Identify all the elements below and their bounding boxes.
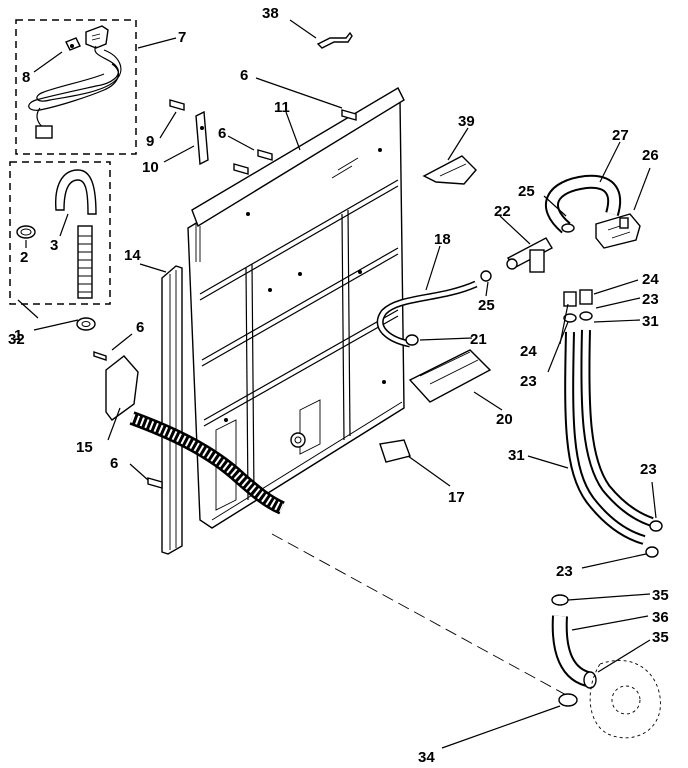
- callout-24b: 24: [520, 343, 537, 360]
- callout-23b: 23: [520, 373, 537, 390]
- rear-panel: [187, 87, 405, 529]
- power-cord-kit-box: [15, 19, 137, 155]
- drain-hose: [129, 411, 285, 515]
- callout-18: 18: [434, 231, 451, 248]
- leader-dashed-pump: [271, 533, 569, 697]
- callout-34: 34: [418, 749, 435, 766]
- callout-11: 11: [274, 99, 290, 116]
- callout-31a: 31: [642, 313, 659, 330]
- leader-lines: [17, 19, 657, 749]
- part-14-side-rail: [161, 265, 183, 555]
- callout-3: 3: [50, 237, 58, 254]
- callout-24a: 24: [642, 271, 659, 288]
- callout-17: 17: [448, 489, 465, 506]
- part-10-bracket: [195, 110, 209, 166]
- callout-25a: 25: [518, 183, 535, 200]
- callout-23d: 23: [556, 563, 573, 580]
- part-26-water-valve: [595, 213, 641, 249]
- part-20-dispenser: [405, 334, 492, 403]
- callout-20: 20: [496, 411, 513, 428]
- callout-35a: 35: [652, 587, 669, 604]
- screws-part-6: [93, 99, 357, 489]
- part-22-vacuum-breaker: [480, 237, 553, 282]
- drain-hose-kit-box: [9, 161, 111, 305]
- callout-9: 9: [146, 133, 154, 150]
- callout-35b: 35: [652, 629, 669, 646]
- callout-21: 21: [470, 331, 487, 348]
- part-31-fill-hoses: [563, 289, 663, 558]
- part-18-fill-hose: [376, 280, 478, 348]
- callout-38a: 38: [262, 5, 279, 22]
- callout-6b: 6: [218, 125, 226, 142]
- callout-31b: 31: [508, 447, 525, 464]
- callout-6c: 6: [136, 319, 144, 336]
- callout-6a: 6: [240, 67, 248, 84]
- part-32-clamp: [76, 317, 96, 331]
- part-39-bracket: [422, 155, 477, 185]
- callout-2: 2: [20, 249, 28, 266]
- callout-7: 7: [178, 29, 186, 46]
- part-27-hose: [545, 174, 622, 234]
- part-17-plug: [379, 439, 411, 463]
- callout-23a: 23: [642, 291, 659, 308]
- callout-8: 8: [22, 69, 30, 86]
- callout-27: 27: [612, 127, 629, 144]
- callout-36: 36: [652, 609, 669, 626]
- part-36-pump-hose: [551, 594, 597, 707]
- callout-14: 14: [124, 247, 141, 264]
- callout-1: 1: [14, 327, 22, 344]
- callout-39: 39: [458, 113, 475, 130]
- callout-23c: 23: [640, 461, 657, 478]
- callout-32: 32: [8, 331, 25, 348]
- callout-10: 10: [142, 159, 159, 176]
- callout-25b: 25: [478, 297, 495, 314]
- callout-15: 15: [76, 439, 93, 456]
- callout-labels: 38 7 8 6 11 9 6 10 39 27 26 25 22 3 2 14…: [8, 5, 669, 766]
- callout-6d: 6: [110, 455, 118, 472]
- pump-outline: [589, 660, 661, 739]
- callout-26: 26: [642, 147, 659, 164]
- callout-22: 22: [494, 203, 511, 220]
- part-15-pump-bracket: [105, 355, 139, 421]
- part-38-clip: [316, 31, 353, 49]
